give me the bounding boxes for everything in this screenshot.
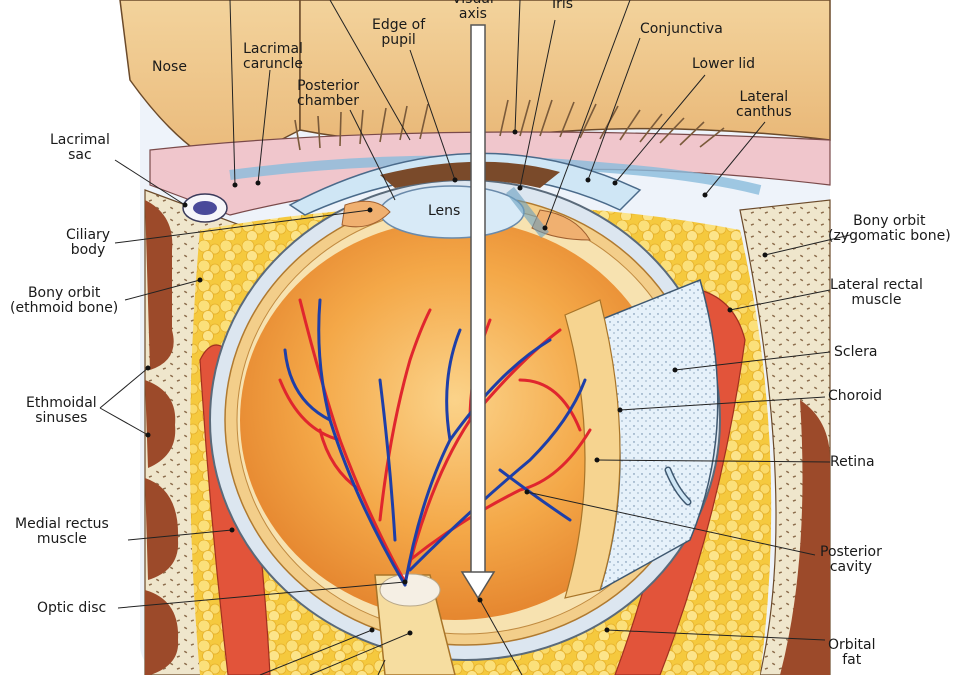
ethmoid-cell (145, 380, 176, 468)
label-bony-orbit-zygomatic: Bony orbit (zygomatic bone) (828, 213, 951, 244)
label-conjunctiva: Conjunctiva (640, 21, 723, 37)
label-lens: Lens (428, 203, 461, 219)
label-lower-lid: Lower lid (692, 56, 756, 72)
label-lateral-rectal-muscle: Lateral rectal muscle (830, 277, 923, 308)
leader-lines (99, 0, 851, 676)
label-lacrimal-sac: Lacrimal sac (50, 132, 110, 163)
label-ciliary-body: Ciliary body (66, 227, 111, 258)
zonular-fibers (506, 186, 549, 239)
visual-axis-arrow (460, 24, 496, 600)
label-retina: Retina (830, 454, 875, 470)
label-optic-disc: Optic disc (37, 600, 107, 616)
label-posterior-chamber: Posterior chamber (297, 78, 360, 109)
label-orbital-fat: Orbital fat (828, 637, 876, 668)
label-posterior-cavity: Posterior cavity (820, 544, 882, 575)
label-lateral-canthus: Lateral canthus (736, 89, 792, 120)
label-sclera: Sclera (834, 344, 878, 360)
label-visual-axis: Visual axis (452, 0, 494, 22)
posterior-cavity-shape (240, 220, 670, 620)
optic-disc-shape (379, 573, 441, 607)
ethmoid-cell (145, 590, 179, 675)
label-ethmoidal-sinuses: Ethmoidal sinuses (26, 395, 97, 426)
label-choroid: Choroid (828, 388, 883, 404)
iris-shape-upper (380, 161, 560, 188)
label-lacrimal-caruncle: Lacrimal caruncle (243, 41, 303, 72)
label-bony-orbit-ethmoid: Bony orbit (ethmoid bone) (10, 285, 119, 316)
choroid-cutaway (564, 299, 621, 599)
retinal-veins (283, 298, 587, 587)
eyelashes (294, 99, 725, 151)
leader-dots (145, 129, 768, 636)
zygomatic-marrow (780, 400, 830, 675)
ciliary-body-left (341, 200, 391, 228)
label-iris: Iris (552, 0, 574, 12)
lacrimal-sac-core (193, 201, 217, 215)
scleral-vessel-inner (666, 468, 690, 504)
ethmoid-cell (145, 478, 179, 580)
label-medial-rectus-muscle: Medial rectus muscle (15, 516, 109, 547)
label-edge-of-pupil: Edge of pupil (372, 17, 426, 48)
label-nose: Nose (152, 59, 187, 75)
ethmoid-cell (145, 200, 174, 370)
